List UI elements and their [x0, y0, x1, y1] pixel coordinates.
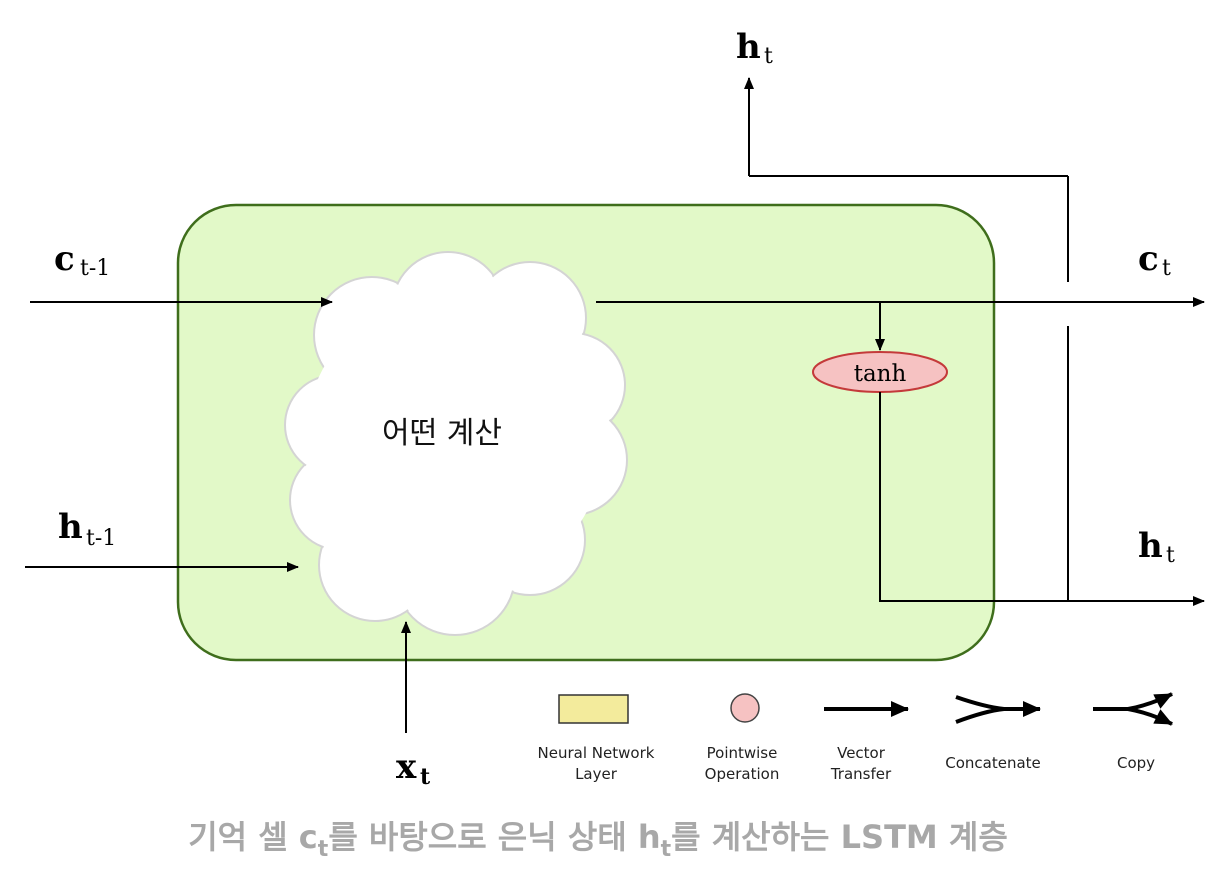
h-in-sub: t-1	[86, 526, 116, 551]
legend-pointwise-line1: Pointwise	[707, 744, 778, 762]
h-in-label: h	[58, 507, 83, 547]
figure-caption: 기억 셀 ct를 바탕으로 은닉 상태 ht를 계산하는 LSTM 계층	[188, 818, 1008, 862]
c-in-label: c	[54, 239, 75, 279]
cloud-label: 어떤 계산	[382, 416, 502, 451]
legend-copy: Copy	[1117, 754, 1155, 772]
legend-pointwise-line2: Operation	[705, 765, 780, 783]
legend-nn-line1: Neural Network	[538, 744, 655, 762]
legend: Neural Network Layer Pointwise Operation…	[538, 692, 1173, 783]
nn-layer-swatch	[558, 694, 629, 724]
x-in-sub: t	[420, 764, 431, 790]
pointwise-swatch	[730, 693, 760, 723]
h-out-label: h	[1138, 526, 1163, 566]
concatenate-icon	[955, 695, 1041, 724]
h-top-label: h	[736, 27, 761, 67]
legend-concatenate: Concatenate	[945, 754, 1041, 772]
legend-vector-line1: Vector	[837, 744, 886, 762]
h-top-sub: t	[764, 44, 773, 69]
tanh-label: tanh	[854, 361, 907, 387]
legend-vector-line2: Transfer	[830, 765, 892, 783]
c-out-sub: t	[1162, 256, 1171, 281]
computation-cloud	[284, 251, 628, 636]
x-in-label: x	[396, 747, 417, 787]
c-in-sub: t-1	[80, 256, 110, 281]
h-output-path	[879, 392, 1205, 606]
h-out-sub: t	[1166, 543, 1175, 568]
c-out-label: c	[1138, 239, 1159, 279]
legend-nn-line2: Layer	[575, 765, 618, 783]
copy-icon	[1093, 692, 1173, 726]
